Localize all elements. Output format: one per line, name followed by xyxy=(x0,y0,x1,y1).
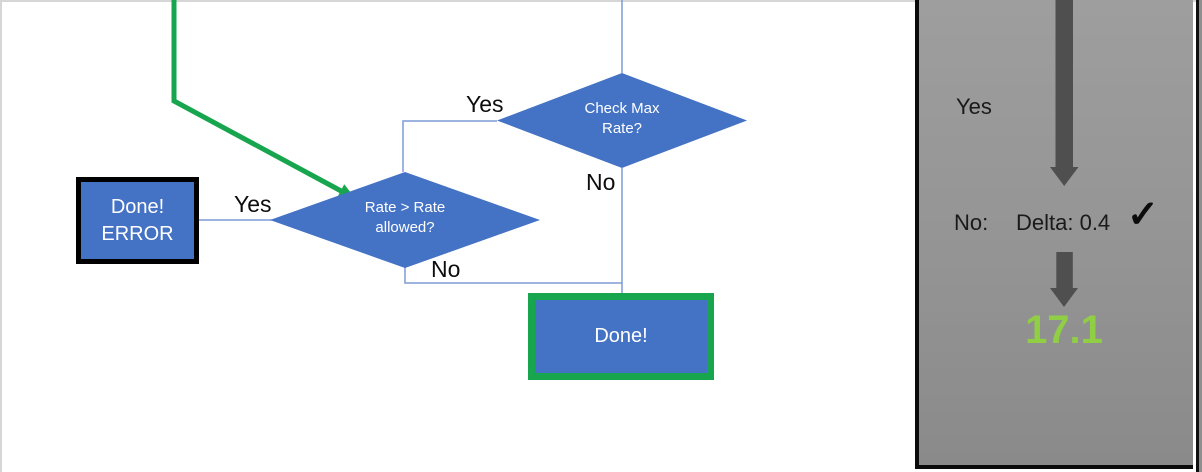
panel-down-arrow-2-head-icon xyxy=(1050,288,1078,307)
done-error-line1: Done! xyxy=(110,195,165,218)
rate-allowed-diamond-shape xyxy=(270,172,540,268)
panel-down-arrow-1-head-icon xyxy=(1050,167,1079,186)
done-node: Done! xyxy=(528,293,714,380)
side-panel xyxy=(915,0,1193,469)
panel-right-border xyxy=(1196,0,1199,472)
done-error-line2: ERROR xyxy=(101,222,174,245)
done-label: Done! xyxy=(594,325,648,347)
connector-check-max-yes xyxy=(402,120,497,172)
rate-yes-label: Yes xyxy=(234,191,272,217)
rate-allowed-line2: allowed? xyxy=(375,219,435,236)
panel-down-arrow-2-shaft xyxy=(1056,252,1073,289)
check-max-yes-label: Yes xyxy=(466,91,504,117)
left-hairline xyxy=(0,0,2,472)
connector-rate-no xyxy=(404,266,622,284)
panel-down-arrow-1-shaft xyxy=(1055,0,1073,168)
done-error-node: Done! ERROR xyxy=(76,177,199,264)
checkmark-icon: ✓ xyxy=(1127,194,1159,236)
check-max-rate-diamond-label: Check Max Rate? xyxy=(532,99,712,139)
highlight-path-line xyxy=(171,0,345,195)
panel-delta-value: Delta: 0.4 xyxy=(1016,210,1111,235)
panel-result-value: 17.1 xyxy=(1025,308,1103,352)
rate-allowed-line1: Rate > Rate xyxy=(364,199,446,216)
check-max-line1: Check Max xyxy=(584,100,660,117)
top-hairline xyxy=(0,0,1202,2)
check-max-rate-diamond-shape xyxy=(497,73,747,168)
check-max-no-label: No xyxy=(586,169,616,195)
check-max-line2: Rate? xyxy=(601,120,643,137)
rate-allowed-diamond-label: Rate > Rate allowed? xyxy=(315,198,495,238)
panel-right-outer-strip xyxy=(1199,0,1202,472)
rate-no-label: No xyxy=(431,256,461,282)
panel-no-label: No: xyxy=(954,210,989,235)
panel-yes-label: Yes xyxy=(956,94,992,119)
